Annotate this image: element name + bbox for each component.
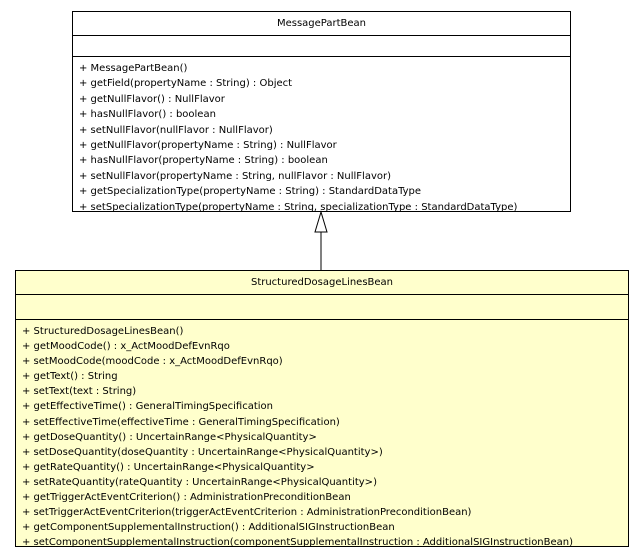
operation: + StructuredDosageLinesBean() (22, 326, 184, 337)
operation: + getEffectiveTime() : GeneralTimingSpec… (22, 401, 274, 413)
operation: + getField(propertyName : String) : Obje… (79, 78, 293, 90)
operation: + getMoodCode() : x_ActMoodDefEvnRqo (22, 341, 230, 353)
operation: + setComponentSupplementalInstruction(co… (22, 537, 574, 549)
operation: + setNullFlavor(nullFlavor : NullFlavor) (79, 124, 273, 136)
operation: + setDoseQuantity(doseQuantity : Uncerta… (22, 446, 383, 458)
operations-compartment: + MessagePartBean() + getField(propertyNa… (73, 57, 570, 215)
attributes-compartment (16, 295, 628, 320)
operation: + setTriggerActEventCriterion(triggerAct… (22, 507, 472, 519)
class-box-messagepartbean: MessagePartBean + MessagePartBean() + get… (72, 11, 571, 215)
operation: + setMoodCode(moodCode : x_ActMoodDefEvn… (22, 356, 283, 368)
operations-compartment: + StructuredDosageLinesBean() + getMoodCo… (16, 320, 628, 550)
operation: + setNullFlavor(propertyName : String, n… (79, 170, 392, 182)
operation: + getNullFlavor(propertyName : String) :… (79, 139, 337, 151)
operation: + setEffectiveTime(effectiveTime : Gener… (22, 416, 340, 428)
operation: + setRateQuantity(rateQuantity : Uncerta… (22, 476, 377, 488)
attributes-compartment (73, 36, 570, 57)
operation: + getNullFlavor() : NullFlavor (79, 93, 225, 105)
operation: + getTriggerActEventCriterion() : Admini… (22, 492, 351, 504)
operation: + getComponentSupplementalInstruction() … (22, 522, 395, 534)
operation: + hasNullFlavor() : boolean (79, 109, 216, 121)
operation: + getRateQuantity() : UncertainRange<Phy… (22, 461, 315, 473)
inheritance-arrowhead-icon (314, 210, 328, 233)
operation: + MessagePartBean() (79, 63, 188, 74)
operation: + getSpecializationType(propertyName : S… (79, 186, 422, 198)
operation: + hasNullFlavor(propertyName : String) :… (79, 155, 328, 167)
operation: + setText(text : String) (22, 386, 137, 398)
class-name: StructuredDosageLinesBean (16, 271, 628, 295)
class-name: MessagePartBean (73, 12, 570, 36)
operation: + getText() : String (22, 371, 118, 383)
operation: + setSpecializationType(propertyName : S… (79, 201, 518, 213)
operation: + getDoseQuantity() : UncertainRange<Phy… (22, 431, 317, 443)
class-box-structureddosagelinesbean: StructuredDosageLinesBean + StructuredDo… (15, 270, 629, 550)
